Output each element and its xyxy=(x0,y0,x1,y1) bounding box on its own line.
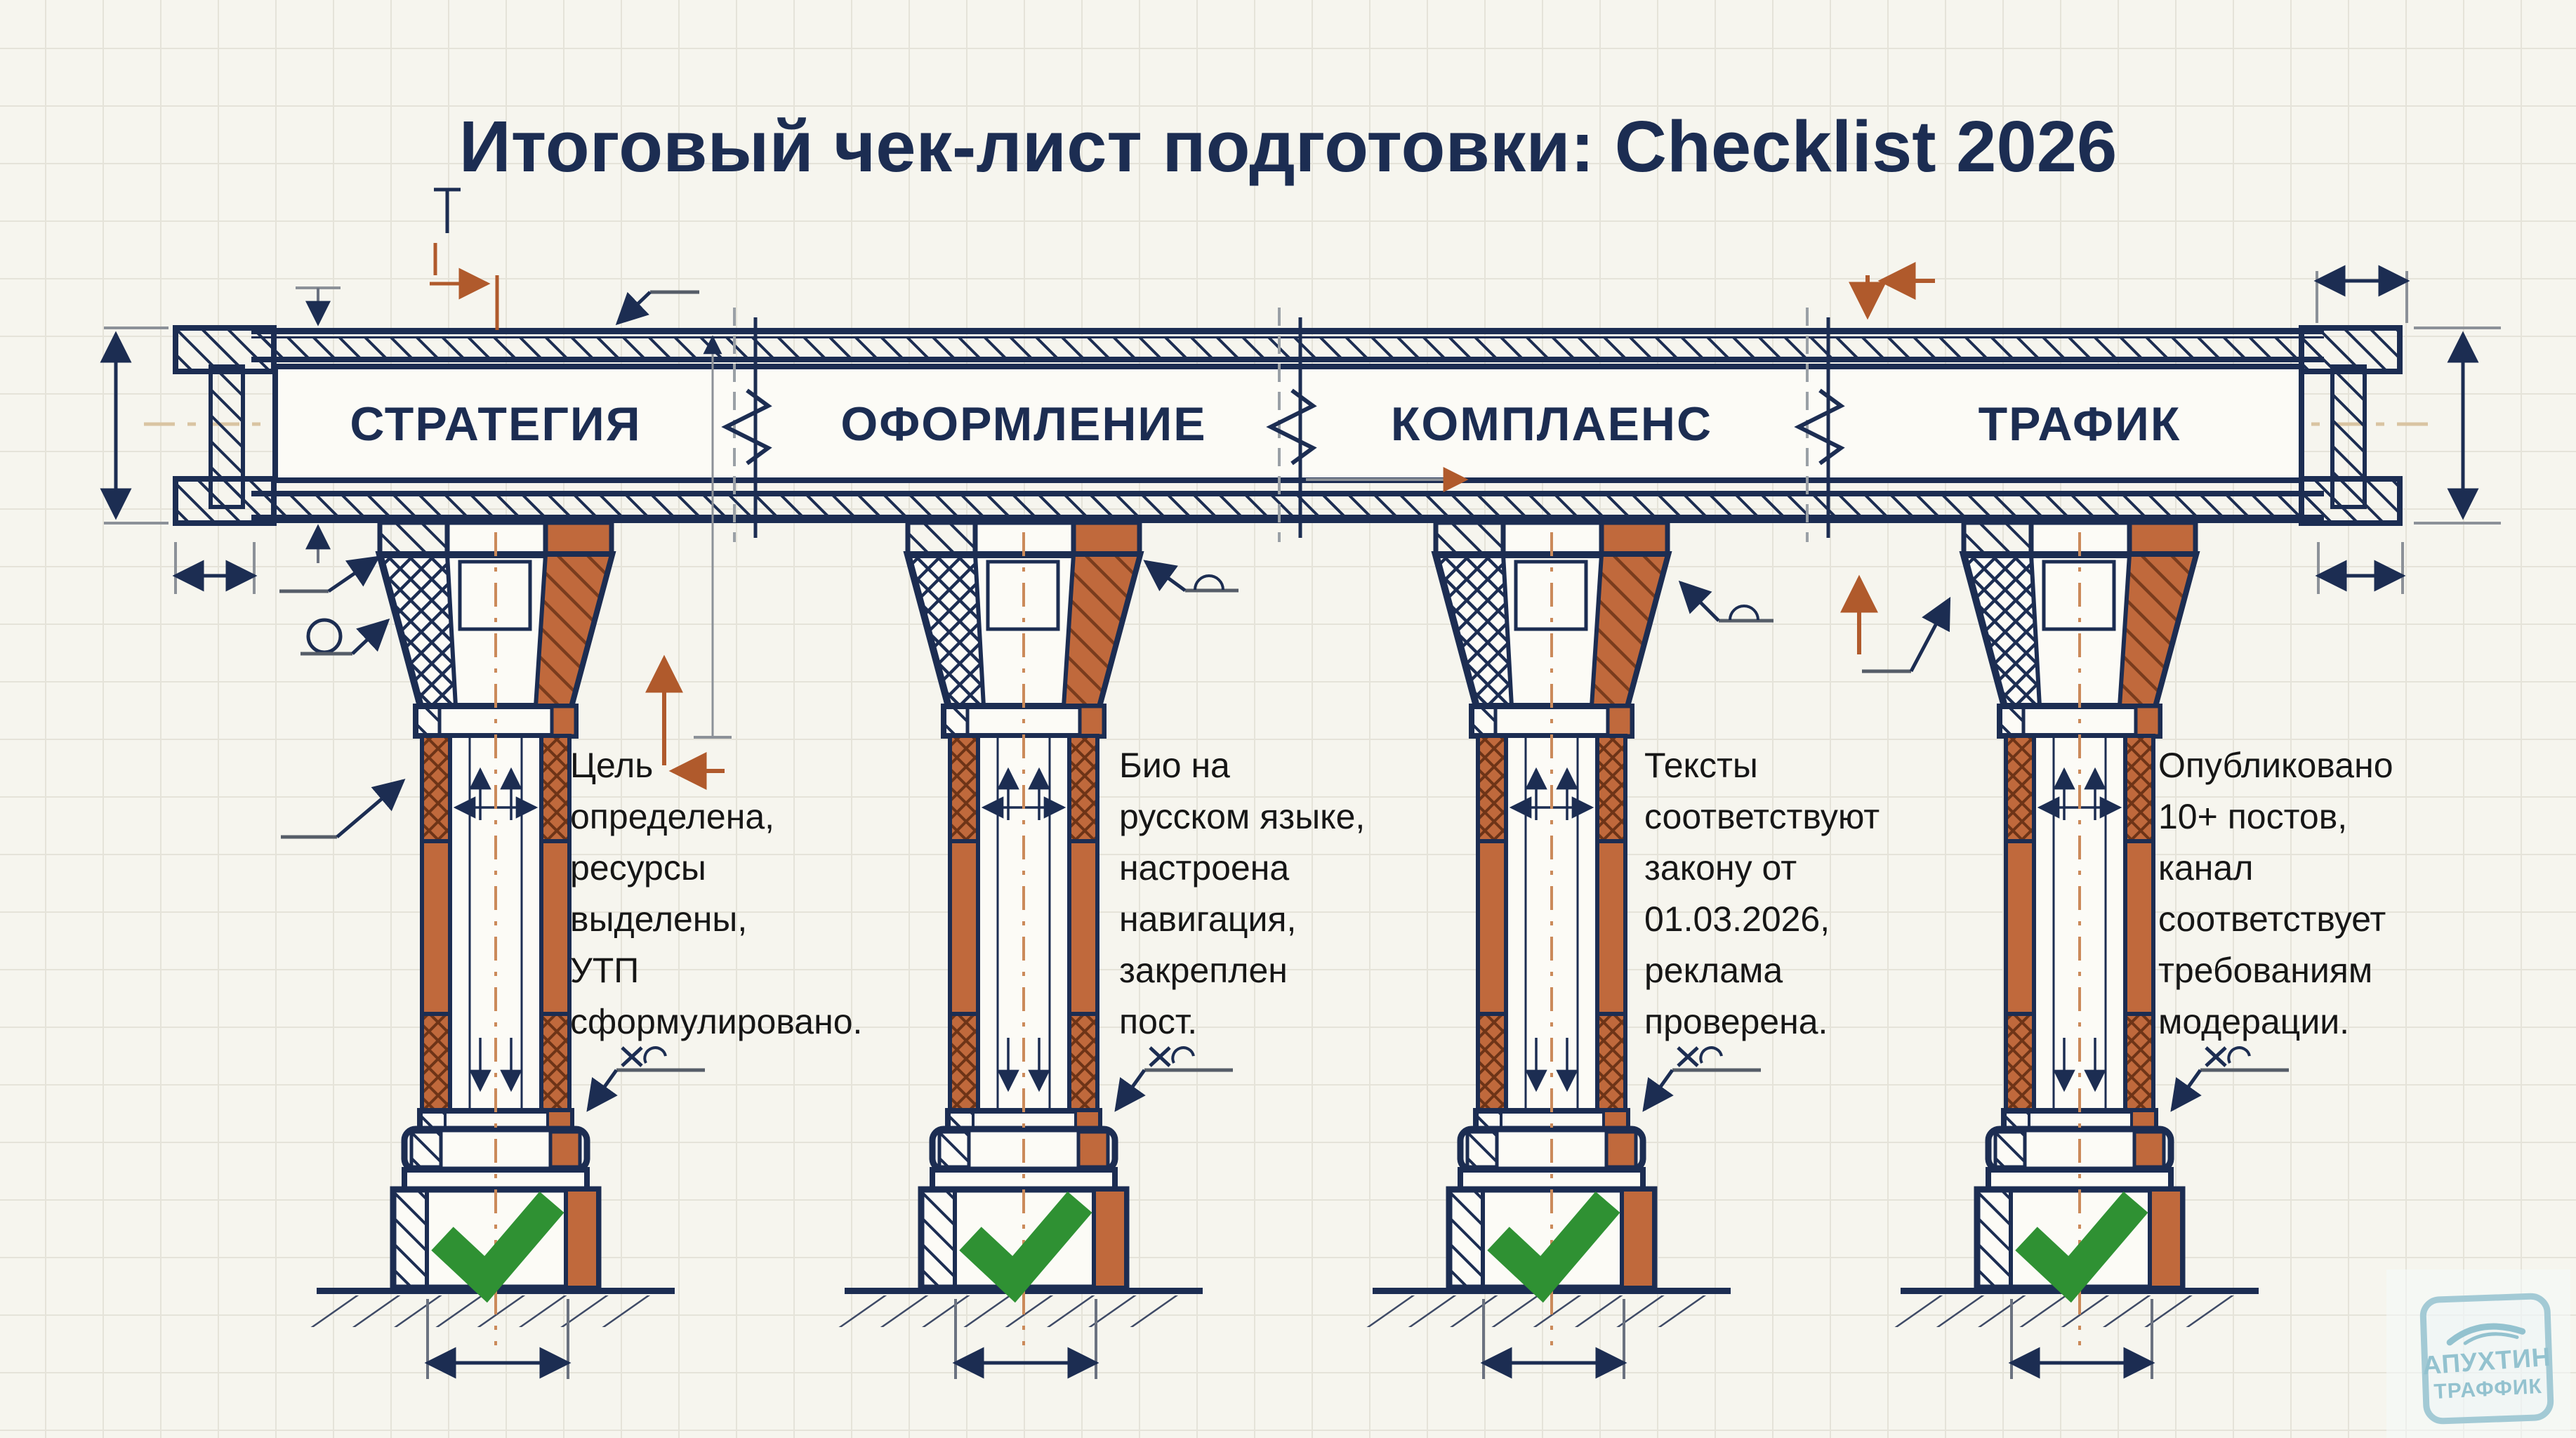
column-header-design: ОФОРМЛЕНИЕ xyxy=(840,397,1207,451)
column-description-compliance: Тексты соответствуют закону от 01.03.202… xyxy=(1644,746,1880,1041)
column-header-compliance: КОМПЛАЕНС xyxy=(1390,397,1713,451)
beam xyxy=(173,325,2403,526)
watermark-line2: ТРАФФИК xyxy=(2433,1374,2543,1404)
watermark-swoosh-icon xyxy=(2446,1323,2526,1346)
column-header-strategy: СТРАТЕГИЯ xyxy=(350,397,642,451)
column-description-design: Био на русском языке, настроена навигаци… xyxy=(1119,746,1366,1041)
page-title: Итоговый чек-лист подготовки: Checklist … xyxy=(458,106,2118,187)
column-description-traffic: Опубликовано 10+ постов, канал соответст… xyxy=(2158,746,2393,1041)
watermark-logo: АПУХТИН ТРАФФИК xyxy=(2419,1292,2555,1425)
column-description-strategy: Цель определена, ресурсы выделены, УТП с… xyxy=(570,746,863,1041)
watermark-panel: АПУХТИН ТРАФФИК xyxy=(2386,1269,2570,1438)
dimension-annotations xyxy=(100,187,2501,839)
column-header-traffic: ТРАФИК xyxy=(1978,397,2181,451)
